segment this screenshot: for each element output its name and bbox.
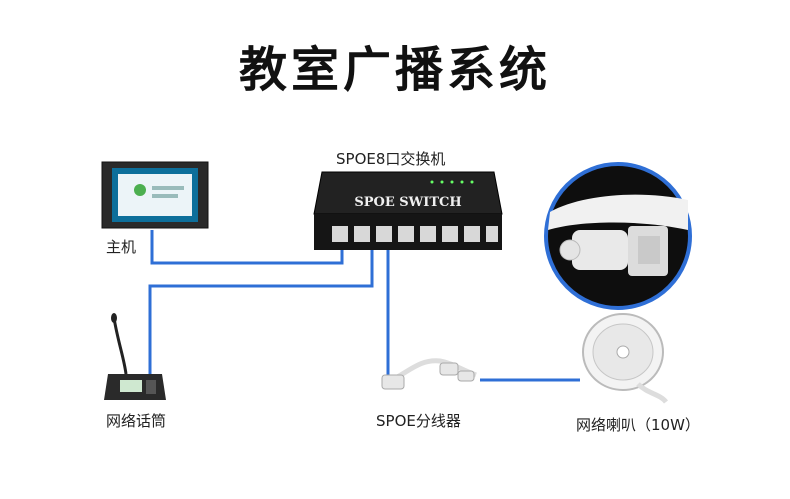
mic-label: 网络话筒 bbox=[106, 412, 167, 430]
speaker-label: 网络喇叭（10W） bbox=[576, 416, 700, 434]
wire-host-switch bbox=[150, 230, 344, 265]
host-label: 主机 bbox=[106, 238, 137, 256]
host-device bbox=[101, 161, 209, 229]
switch-front-text: SPOE SWITCH bbox=[354, 195, 461, 210]
splitter-label: SPOE分线器 bbox=[376, 412, 461, 430]
page-title: 教室广播系统 bbox=[238, 42, 551, 98]
network-microphone-device bbox=[104, 313, 166, 400]
spoe-switch-device: SPOE SWITCH bbox=[313, 171, 503, 250]
wire-mic-switch bbox=[148, 250, 374, 375]
switch-label: SPOE8口交换机 bbox=[336, 150, 446, 168]
connector-closeup bbox=[544, 162, 692, 310]
network-speaker-device bbox=[582, 313, 668, 404]
spoe-splitter-device bbox=[381, 358, 477, 390]
